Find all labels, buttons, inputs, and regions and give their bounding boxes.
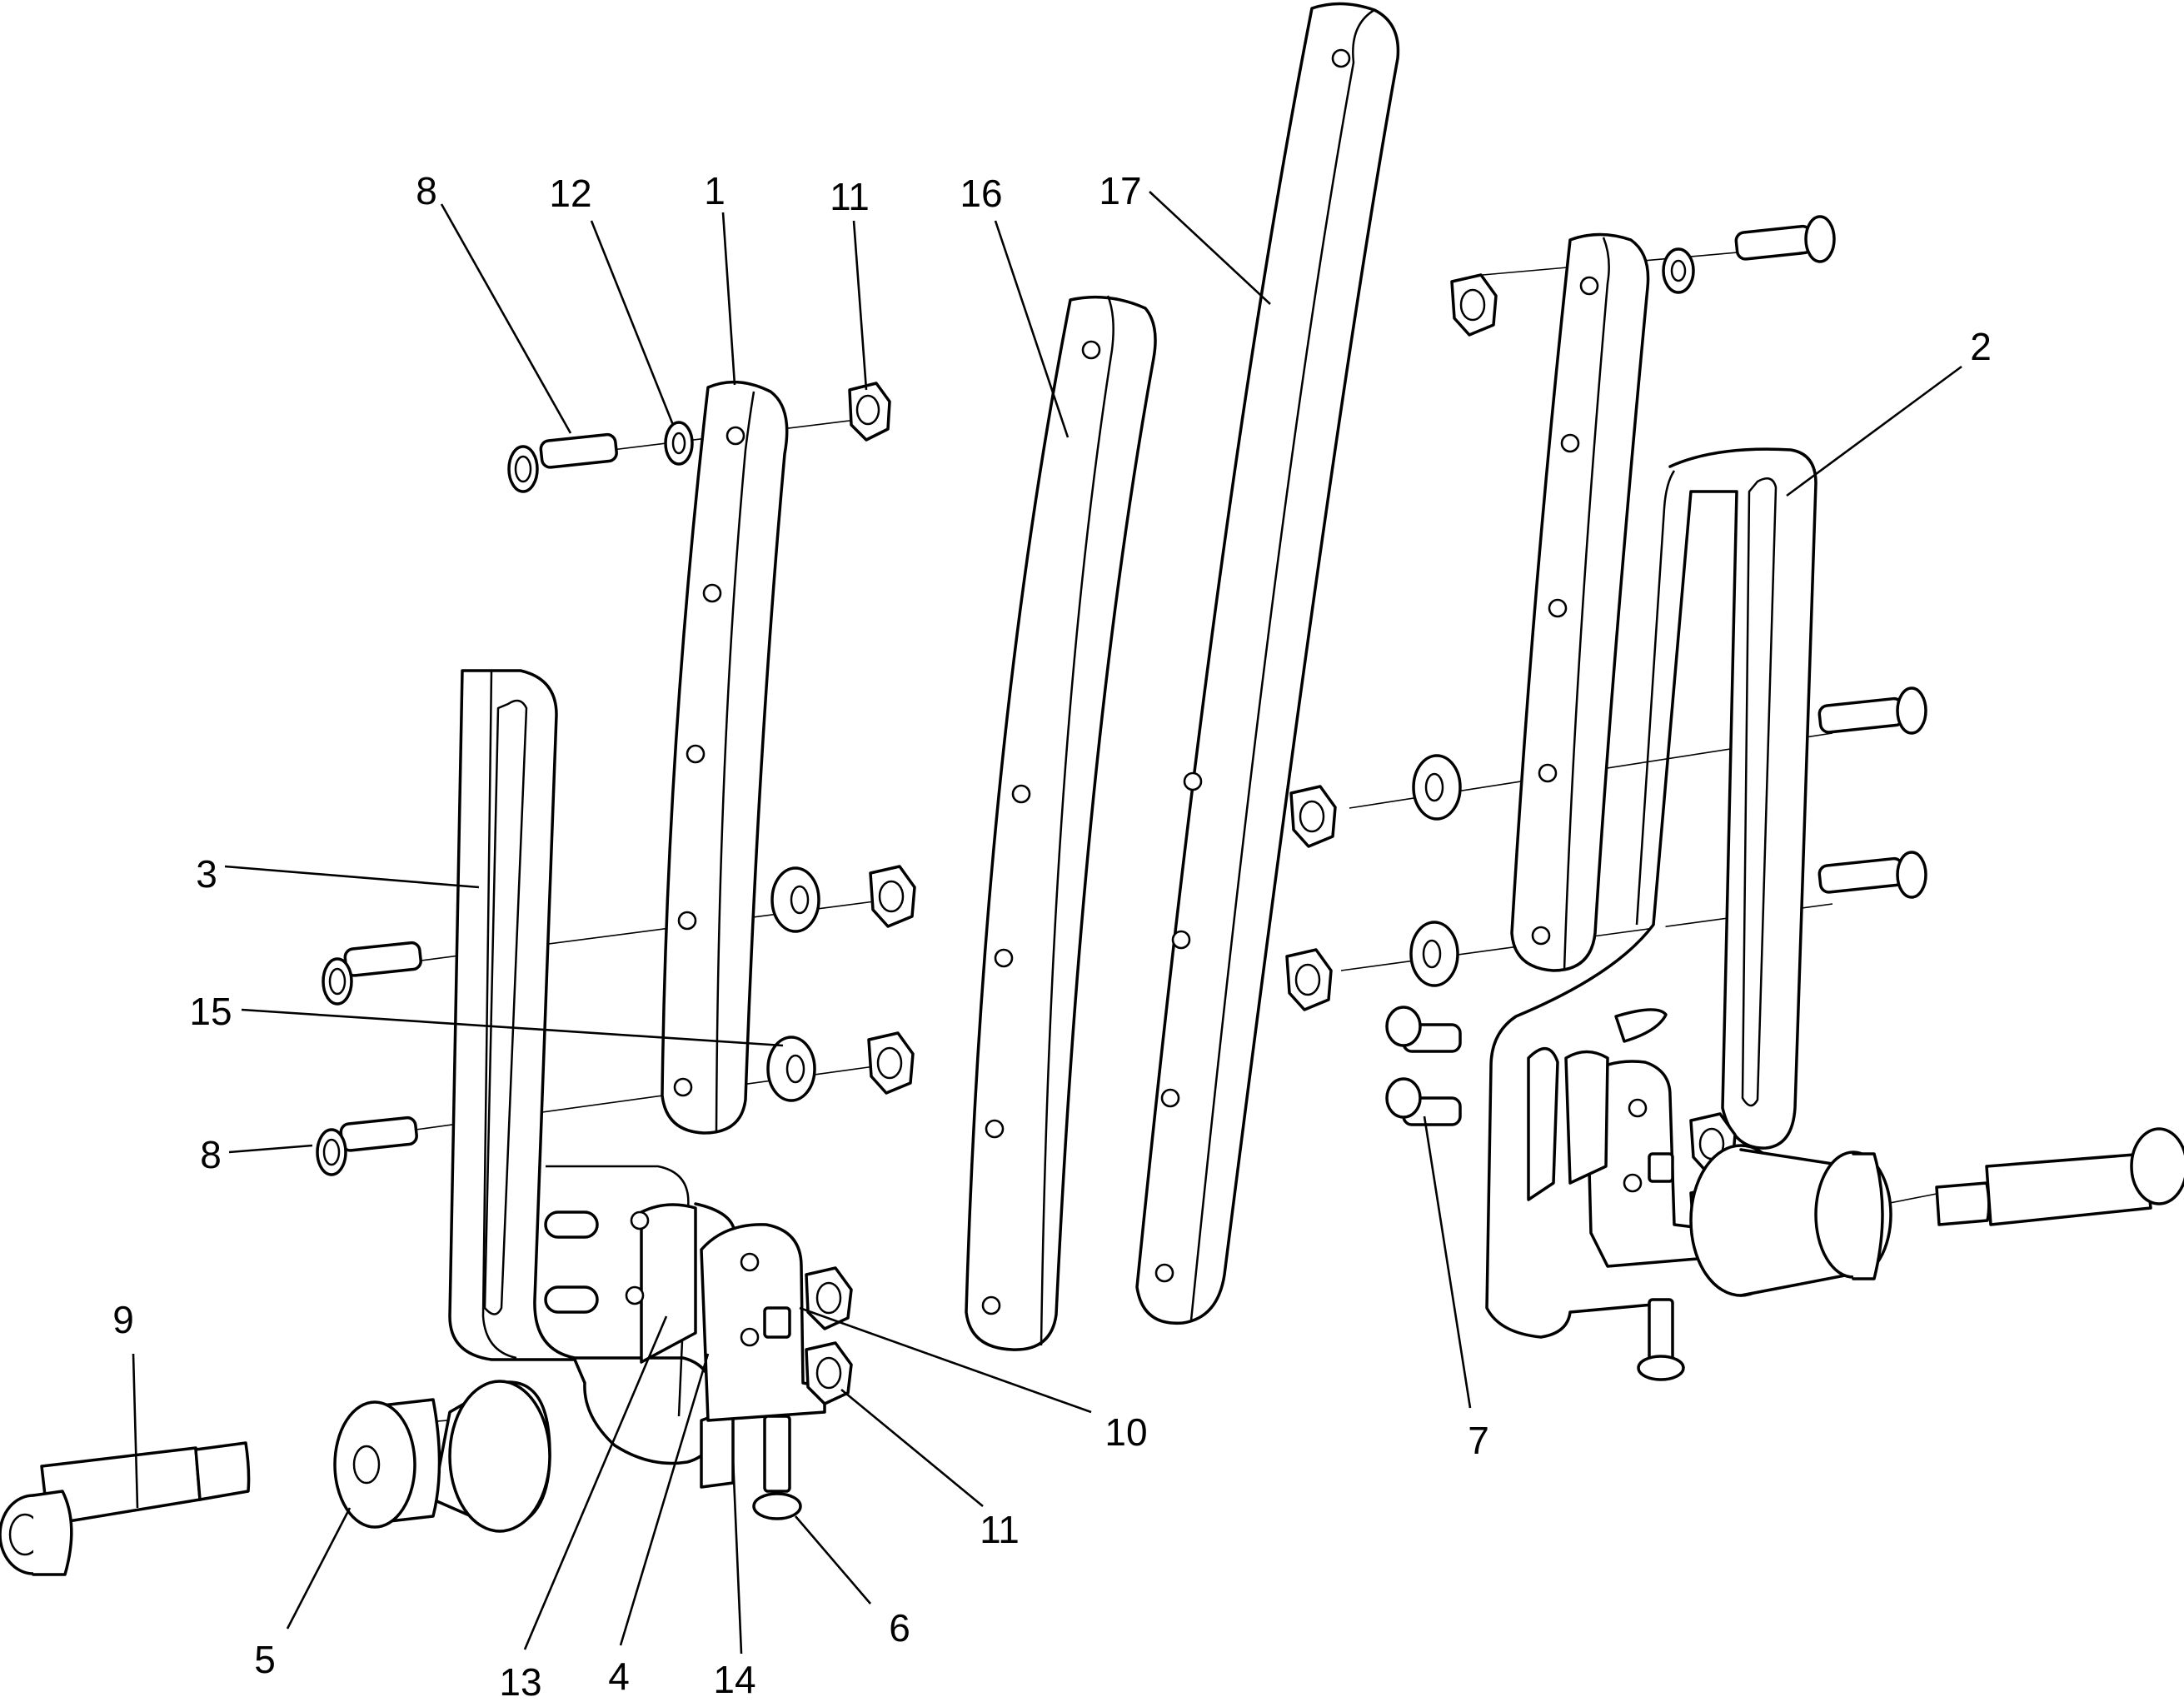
- callout-11-lower: 11: [980, 1508, 1020, 1551]
- nut-right-row-1: [1289, 785, 1337, 848]
- callout-9: 9: [112, 1298, 134, 1341]
- callout-2: 2: [1970, 325, 1992, 368]
- washer-right-row-2: [1409, 921, 1459, 987]
- callout-12: 12: [549, 172, 591, 215]
- washer-right-row-1: [1412, 754, 1462, 821]
- part-14-left-pivot-housing: [544, 1202, 826, 1489]
- callout-5: 5: [254, 1638, 276, 1681]
- hole: [677, 911, 697, 931]
- hole: [686, 744, 706, 764]
- nut-11-top: [848, 382, 891, 442]
- nut-right-row-2: [1285, 948, 1333, 1011]
- callout-3: 3: [196, 852, 217, 896]
- hole: [702, 583, 722, 603]
- washer-15: [766, 1036, 816, 1102]
- hole: [740, 1327, 760, 1347]
- bolt-right-row-1: [1818, 686, 1927, 735]
- part-1-left-link-bar: [661, 380, 789, 1135]
- pin-7-upper: [1385, 1006, 1462, 1053]
- roller-5: [333, 1380, 551, 1533]
- right-link-bar: [1510, 232, 1650, 972]
- right-pivot-housing: [1564, 1050, 1709, 1268]
- callouts: 8 12 1 11 16 17 2 3 15 8 9 10 11 7 5 6 1…: [112, 169, 1992, 1704]
- callout-7: 7: [1468, 1419, 1489, 1462]
- pin-7-lower: [1385, 1077, 1462, 1126]
- bolt-9: [0, 1441, 251, 1576]
- fasteners-right: [1285, 215, 2184, 1381]
- callout-16: 16: [960, 172, 1002, 215]
- hole: [1081, 340, 1101, 360]
- callout-11-top: 11: [830, 175, 870, 218]
- bolt-8-top: [507, 432, 618, 493]
- nut-10: [805, 1266, 853, 1330]
- screw-6: [752, 1306, 802, 1520]
- hole: [1171, 930, 1191, 950]
- screw-right-vertical: [1637, 1152, 1685, 1381]
- bolt-right-top: [1734, 215, 1836, 263]
- hole: [1538, 763, 1558, 783]
- fasteners-left: [0, 382, 916, 1576]
- callout-8-lower: 8: [200, 1133, 222, 1176]
- washer-15-row-1: [770, 866, 820, 933]
- hole: [1011, 784, 1031, 804]
- hole: [740, 1252, 760, 1272]
- hole: [1531, 926, 1551, 946]
- callout-10: 10: [1104, 1410, 1147, 1454]
- hole: [1154, 1263, 1174, 1283]
- washer-12: [664, 421, 694, 466]
- hole: [1623, 1173, 1643, 1193]
- hole: [625, 1285, 645, 1305]
- hole: [1548, 598, 1568, 618]
- hole: [981, 1295, 1001, 1315]
- callout-4: 4: [608, 1655, 630, 1698]
- hole: [726, 426, 745, 446]
- washer-right-top: [1662, 247, 1695, 294]
- callout-8-top: 8: [416, 169, 437, 212]
- bolt-left-row-1: [322, 941, 422, 1006]
- hole: [985, 1119, 1005, 1139]
- hole: [1579, 276, 1599, 296]
- callout-17: 17: [1099, 169, 1141, 212]
- hole: [1560, 433, 1580, 453]
- bolt-right-row-2: [1818, 851, 1927, 899]
- leader-lines: [132, 191, 1962, 1655]
- hole: [1183, 771, 1203, 791]
- part-16-medium-curved-bar: [965, 295, 1157, 1351]
- hole: [1628, 1098, 1648, 1118]
- nut-right-top: [1450, 273, 1498, 337]
- callout-1: 1: [704, 169, 726, 212]
- hole: [994, 948, 1014, 968]
- nut-11-lower: [805, 1341, 853, 1405]
- bolt-8-lower: [316, 1116, 418, 1176]
- callout-14: 14: [713, 1658, 755, 1701]
- bolt-right-axle: [1935, 1127, 2184, 1226]
- nut-row-1: [869, 865, 916, 928]
- hole: [1160, 1088, 1180, 1108]
- hole: [673, 1077, 693, 1097]
- hole: [1331, 48, 1351, 68]
- nut-row-2: [867, 1031, 915, 1095]
- roller-right: [1689, 1144, 1892, 1297]
- callout-6: 6: [889, 1606, 910, 1650]
- callout-13: 13: [499, 1660, 541, 1704]
- hole: [630, 1210, 650, 1230]
- callout-15: 15: [189, 990, 232, 1033]
- part-17-long-curved-bar: [1135, 2, 1400, 1325]
